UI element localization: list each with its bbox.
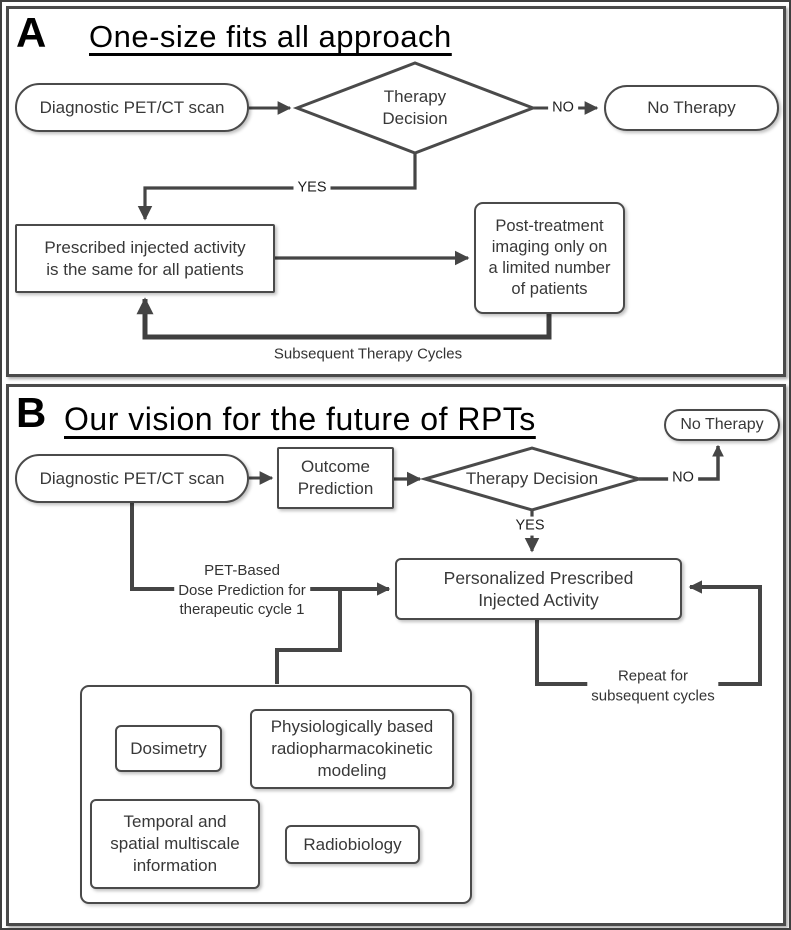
node-b-physio-modeling: Physiologically based radiopharmacokinet…	[250, 709, 454, 789]
node-a-diagnostic-scan: Diagnostic PET/CT scan	[15, 83, 249, 132]
node-a-post-treatment: Post-treatment imaging only on a limited…	[474, 202, 625, 314]
node-a-prescribed-activity: Prescribed injected activity is the same…	[15, 224, 275, 293]
node-b-radiobiology: Radiobiology	[285, 825, 420, 864]
node-b-therapy-decision: Therapy Decision	[465, 468, 599, 488]
panel-a-label: A	[16, 9, 47, 56]
node-b-personalized-activity: Personalized Prescribed Injected Activit…	[395, 558, 682, 620]
edge-label-b-repeat: Repeat for subsequent cycles	[587, 666, 719, 706]
decision-diamond-b	[419, 446, 645, 512]
decision-diamond-a	[292, 61, 538, 155]
panel-a-frame	[6, 6, 786, 377]
node-b-temporal-info: Temporal and spatial multiscale informat…	[90, 799, 260, 889]
edge-b-container-link	[275, 589, 342, 684]
node-a-no-therapy: No Therapy	[604, 85, 779, 131]
edge-label-a-yes: YES	[293, 178, 331, 198]
panel-a-title: One-size fits all approach	[89, 19, 452, 54]
node-b-diagnostic-scan: Diagnostic PET/CT scan	[15, 454, 249, 503]
node-a-therapy-decision: Therapy Decision	[382, 86, 448, 128]
edge-b-repeat-loop	[535, 580, 762, 686]
edge-label-b-no: NO	[668, 468, 698, 488]
panel-b-label: B	[16, 389, 47, 436]
edge-label-b-yes: YES	[511, 516, 549, 536]
edge-label-a-no: NO	[548, 98, 578, 118]
edge-label-b-pet-dose: PET-Based Dose Prediction for therapeuti…	[174, 560, 310, 620]
edge-a-yes	[137, 153, 417, 221]
edge-label-a-subsequent-cycles: Subsequent Therapy Cycles	[269, 344, 467, 364]
panel-b-title: Our vision for the future of RPTs	[64, 401, 536, 437]
node-b-no-therapy: No Therapy	[664, 409, 780, 441]
edge-b-no	[639, 444, 724, 481]
edge-a-subsequent-loop	[136, 297, 552, 340]
node-b-outcome-prediction: Outcome Prediction	[277, 447, 394, 509]
node-b-dosimetry: Dosimetry	[115, 725, 222, 772]
